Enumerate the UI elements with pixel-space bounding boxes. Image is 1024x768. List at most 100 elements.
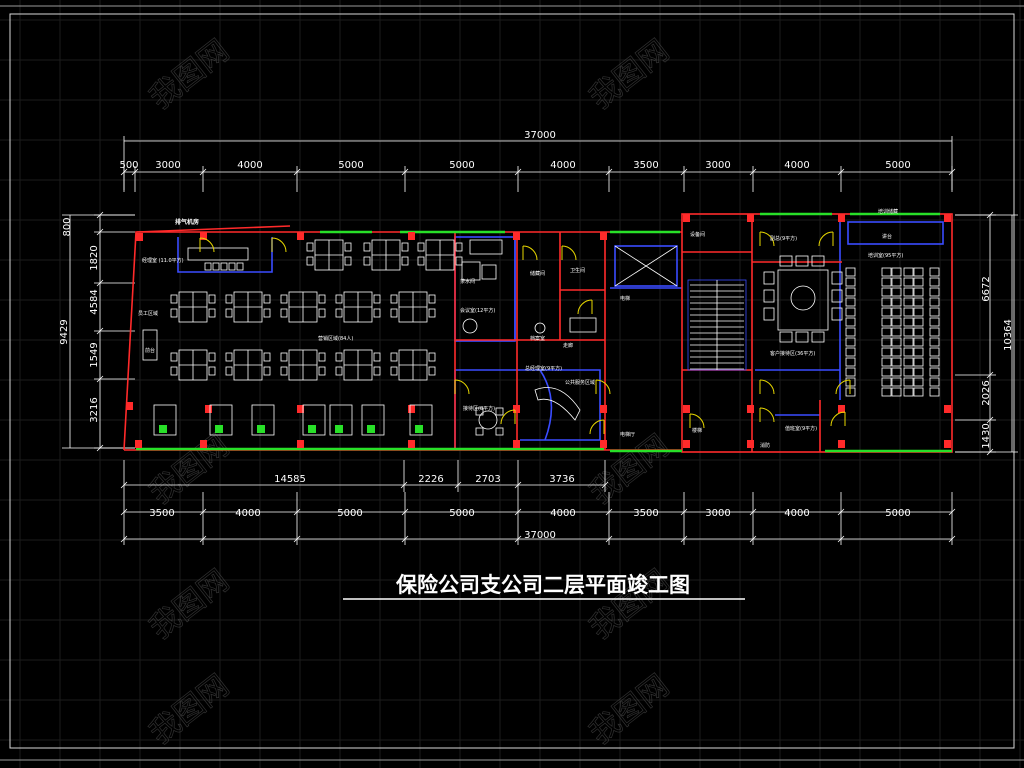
top-dim-10: 5000 [885, 160, 910, 171]
workstation-chair [415, 425, 423, 433]
door [595, 379, 611, 395]
column [135, 440, 142, 448]
bottom-dim-4: 5000 [449, 508, 474, 519]
training-seat [903, 377, 914, 387]
door-swing [759, 379, 775, 395]
dim-tick-slash [120, 508, 128, 516]
watermark-5: 我图网 [143, 563, 235, 646]
training-seat [903, 267, 914, 277]
left-dim-4: 1549 [89, 342, 100, 367]
chair [763, 271, 775, 285]
chair [495, 427, 504, 436]
chair [344, 256, 352, 266]
door [759, 231, 775, 247]
chair [831, 307, 843, 321]
chair [318, 352, 326, 362]
dim-tick-slash [514, 535, 522, 543]
dim-tick-slash [749, 168, 757, 176]
label-storage: 储藏间 [530, 270, 545, 277]
training-seat [845, 287, 856, 297]
top-dim-9: 4000 [784, 160, 809, 171]
dim-tick-slash [199, 535, 207, 543]
chair [208, 366, 216, 376]
door-swing [561, 245, 577, 261]
workstation-desk [361, 404, 385, 436]
dim-tick-slash [514, 481, 522, 489]
elevator-cross [614, 245, 678, 287]
dim-tick-slash [837, 168, 845, 176]
column [838, 405, 845, 413]
training-seat [913, 277, 924, 287]
chair [428, 366, 436, 376]
bottom-dim-1: 3500 [149, 508, 174, 519]
label-training-stage: 讲台 [882, 233, 892, 240]
door [835, 379, 851, 395]
floor-plan: 排气机房 经理室 (11.0平方) 员工区域 前台 营销区域(84人) 会议室(… [123, 208, 953, 453]
bottom-dim-8: 4000 [784, 508, 809, 519]
column [838, 214, 845, 222]
chair [401, 242, 409, 252]
chair [204, 262, 212, 271]
structural-columns [126, 214, 951, 448]
chair [280, 294, 288, 304]
desk-cluster [306, 239, 352, 271]
training-seat [845, 327, 856, 337]
chair [417, 242, 425, 252]
workstation-desk [209, 404, 233, 436]
dim-tick-slash [605, 535, 613, 543]
training-seat [913, 267, 924, 277]
chair [390, 294, 398, 304]
training-seat [891, 337, 902, 347]
chair [263, 366, 271, 376]
dim-tick-slash [605, 168, 613, 176]
dim-tick-slash [96, 327, 104, 335]
workstation [209, 404, 233, 436]
door-swing [689, 413, 705, 429]
column [200, 232, 207, 240]
training-seat [903, 307, 914, 317]
chair [306, 256, 314, 266]
training-seat [845, 297, 856, 307]
pantry-table [481, 264, 497, 280]
training-seat [913, 337, 924, 347]
label-reception-area: 接待区(8平方) [463, 405, 495, 412]
top-dim-7: 3500 [633, 160, 658, 171]
door [759, 379, 775, 395]
training-seat [929, 297, 940, 307]
dim-tick-slash [986, 448, 994, 456]
chair [263, 352, 271, 362]
door-swing [759, 231, 775, 247]
dimension-labels: 37000 500 3000 4000 5000 5000 4000 3500 … [59, 130, 1014, 541]
dim-tick-slash [293, 508, 301, 516]
chair [363, 242, 371, 252]
dim-tick-slash [986, 416, 994, 424]
dim-tick-slash [514, 508, 522, 516]
chair [795, 331, 809, 343]
chair [208, 352, 216, 362]
door [500, 409, 516, 425]
chair [428, 294, 436, 304]
chair [373, 352, 381, 362]
desk-cluster [390, 349, 436, 381]
dim-tick-slash [199, 508, 207, 516]
training-seat [891, 387, 902, 397]
training-seat [845, 277, 856, 287]
label-reception-desk: 前台 [145, 347, 155, 354]
label-director-office: 总经理室(9平方) [525, 365, 562, 372]
training-seat [903, 327, 914, 337]
training-seat [891, 357, 902, 367]
column [408, 405, 415, 413]
chair [363, 256, 371, 266]
label-vp-office: 副总(9平方) [770, 235, 797, 242]
reception-table [478, 410, 498, 430]
door-swing [835, 379, 851, 395]
training-seat [929, 317, 940, 327]
door [577, 299, 593, 315]
chair [208, 308, 216, 318]
chair [779, 255, 793, 267]
door-swing [500, 409, 516, 425]
door-swing [454, 379, 470, 395]
chair [220, 262, 228, 271]
glass-walls [136, 212, 952, 453]
chair [280, 308, 288, 318]
